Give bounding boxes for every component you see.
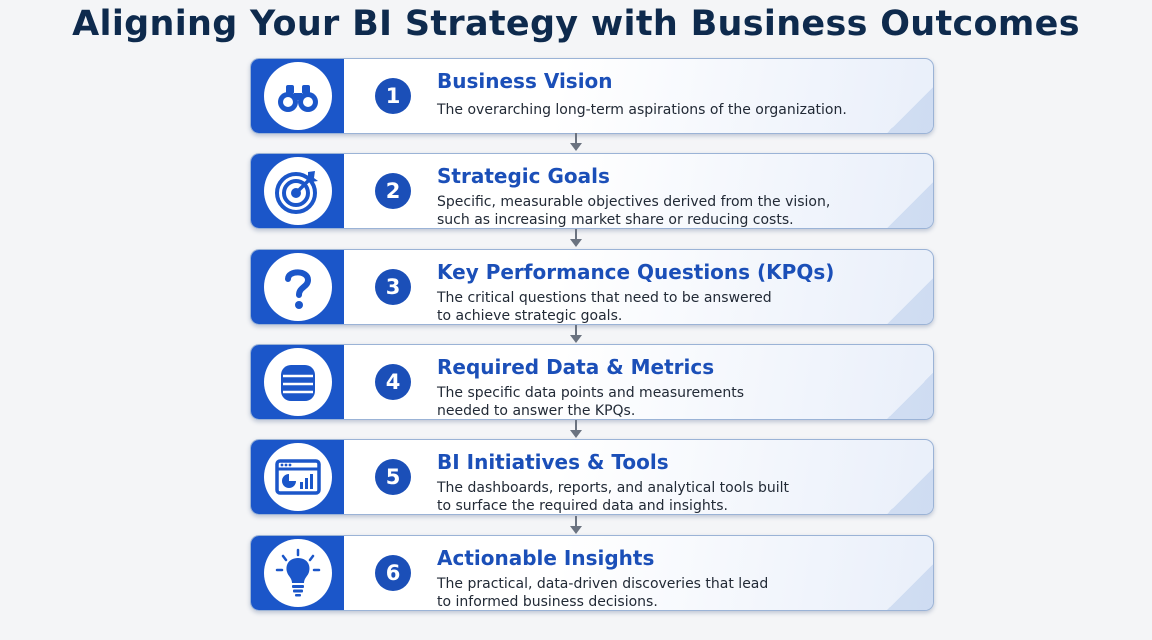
question-mark-icon bbox=[264, 253, 332, 321]
step-description-line: The dashboards, reports, and analytical … bbox=[437, 480, 789, 496]
icon-panel bbox=[251, 536, 344, 610]
step-card-4: 4 Required Data & Metrics The specific d… bbox=[250, 344, 934, 420]
step-number-badge: 4 bbox=[375, 364, 411, 400]
step-description: The critical questions that need to be a… bbox=[437, 289, 772, 324]
page-title: Aligning Your BI Strategy with Business … bbox=[72, 4, 1080, 44]
step-description-line: to surface the required data and insight… bbox=[437, 498, 728, 514]
down-arrow-icon bbox=[570, 516, 582, 534]
step-card-6: 6 Actionable Insights The practical, dat… bbox=[250, 535, 934, 611]
step-title: Strategic Goals bbox=[437, 164, 610, 188]
binoculars-icon bbox=[264, 62, 332, 130]
step-number-badge: 3 bbox=[375, 269, 411, 305]
icon-panel bbox=[251, 59, 344, 133]
icon-panel bbox=[251, 250, 344, 324]
step-title: Business Vision bbox=[437, 69, 613, 93]
steps-flow: 1 Business Vision The overarching long-t… bbox=[250, 0, 934, 640]
icon-panel bbox=[251, 154, 344, 228]
step-description-line: The practical, data-driven discoveries t… bbox=[437, 576, 769, 592]
step-title: Key Performance Questions (KPQs) bbox=[437, 260, 835, 284]
step-card-5: 5 BI Initiatives & Tools The dashboards,… bbox=[250, 439, 934, 515]
step-description-line: needed to answer the KPQs. bbox=[437, 403, 636, 419]
dashboard-icon bbox=[264, 443, 332, 511]
step-description: Specific, measurable objectives derived … bbox=[437, 193, 831, 228]
step-card-1: 1 Business Vision The overarching long-t… bbox=[250, 58, 934, 134]
step-title: Required Data & Metrics bbox=[437, 355, 715, 379]
step-description-line: The critical questions that need to be a… bbox=[437, 290, 772, 306]
step-description-line: to informed business decisions. bbox=[437, 594, 658, 610]
database-icon bbox=[264, 348, 332, 416]
step-description-line: The specific data points and measurement… bbox=[437, 385, 745, 401]
icon-panel bbox=[251, 345, 344, 419]
down-arrow-icon bbox=[570, 420, 582, 438]
step-title: Actionable Insights bbox=[437, 546, 655, 570]
step-number-badge: 5 bbox=[375, 459, 411, 495]
target-icon bbox=[264, 157, 332, 225]
down-arrow-icon bbox=[570, 133, 582, 151]
step-description: The specific data points and measurement… bbox=[437, 384, 745, 419]
down-arrow-icon bbox=[570, 325, 582, 343]
step-description-line: The overarching long-term aspirations of… bbox=[437, 102, 847, 118]
down-arrow-icon bbox=[570, 229, 582, 247]
step-description-line: Specific, measurable objectives derived … bbox=[437, 194, 831, 210]
step-description: The practical, data-driven discoveries t… bbox=[437, 575, 769, 610]
step-title: BI Initiatives & Tools bbox=[437, 450, 669, 474]
lightbulb-icon bbox=[264, 539, 332, 607]
step-description-line: such as increasing market share or reduc… bbox=[437, 212, 794, 228]
step-number-badge: 1 bbox=[375, 78, 411, 114]
step-description: The dashboards, reports, and analytical … bbox=[437, 479, 789, 514]
icon-panel bbox=[251, 440, 344, 514]
step-card-3: 3 Key Performance Questions (KPQs) The c… bbox=[250, 249, 934, 325]
step-number-badge: 2 bbox=[375, 173, 411, 209]
step-number-badge: 6 bbox=[375, 555, 411, 591]
step-description-line: to achieve strategic goals. bbox=[437, 308, 623, 324]
step-description: The overarching long-term aspirations of… bbox=[437, 101, 847, 119]
step-card-2: 2 Strategic Goals Specific, measurable o… bbox=[250, 153, 934, 229]
